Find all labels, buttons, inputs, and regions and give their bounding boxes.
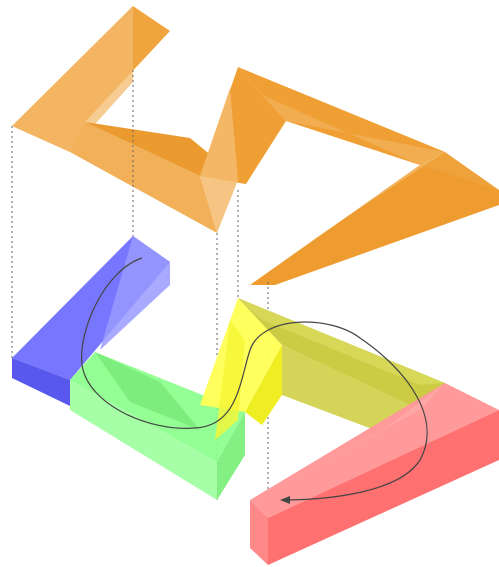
top-projection-shape: [12, 6, 499, 285]
top-shape-face-lower-diag: [250, 165, 499, 285]
